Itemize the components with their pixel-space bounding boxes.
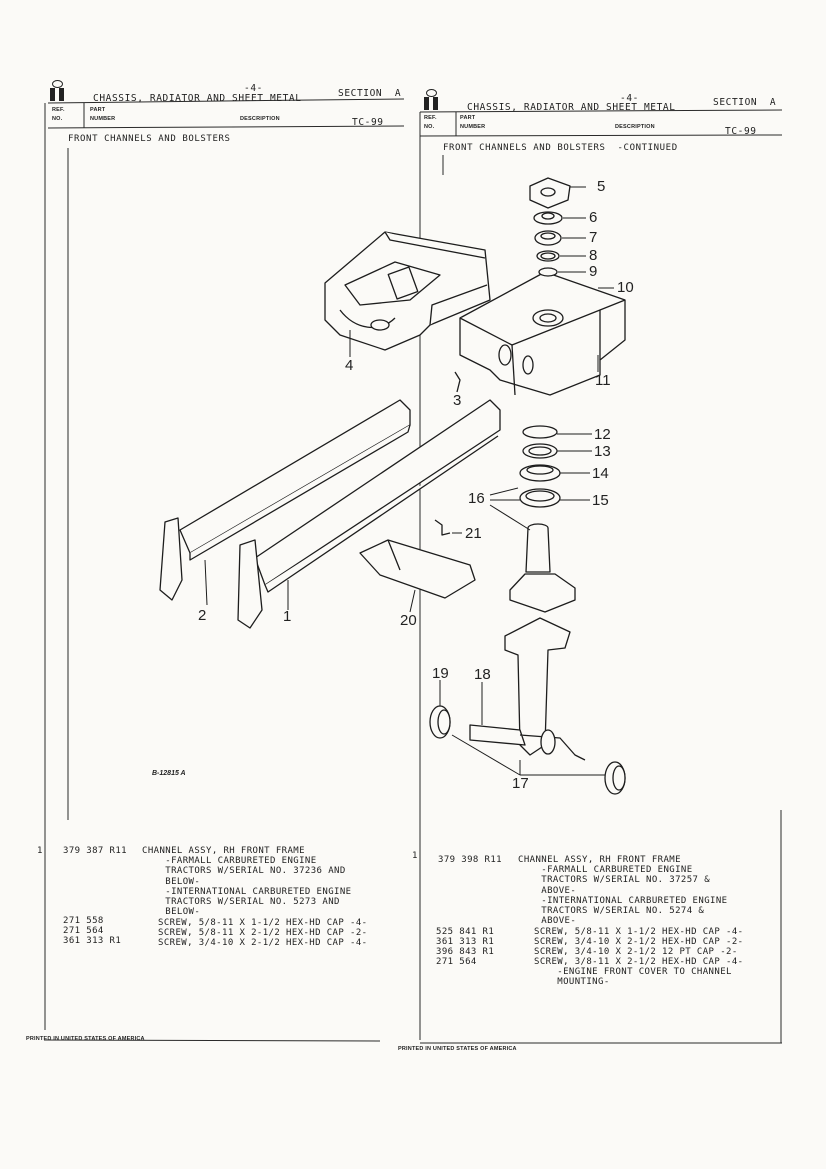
footer-left: PRINTED IN UNITED STATES OF AMERICA <box>26 1036 145 1042</box>
part-number: 379 387 R11 <box>63 846 128 856</box>
callout-9: 9 <box>589 263 598 280</box>
col-number-left: NUMBER <box>90 116 116 122</box>
part-number: 271 564 <box>63 926 104 936</box>
col-desc-right: DESCRIPTION <box>615 124 655 130</box>
page-number-right: -4- <box>620 93 639 104</box>
part-description: CHANNEL ASSY, RH FRONT FRAME -FARMALL CA… <box>518 855 728 927</box>
callout-5: 5 <box>597 178 606 195</box>
tc-code-right: TC-99 <box>725 126 757 137</box>
col-no-left: NO. <box>52 116 63 122</box>
part-number: 271 564 <box>436 957 477 967</box>
part-number: 525 841 R1 <box>436 927 495 937</box>
callout-15: 15 <box>592 492 609 509</box>
callout-7: 7 <box>589 229 598 246</box>
callout-10: 10 <box>617 279 634 296</box>
ref-number: 1 <box>37 846 43 856</box>
ref-number: 1 <box>412 851 418 861</box>
col-number-right: NUMBER <box>460 124 486 130</box>
figure-reference: B-12815 A <box>152 770 186 777</box>
part-description: SCREW, 3/4-10 X 2-1/2 12 PT CAP -2- <box>534 947 738 957</box>
callout-4: 4 <box>345 357 354 374</box>
subtitle-left: FRONT CHANNELS AND BOLSTERS <box>68 134 231 144</box>
callout-19: 19 <box>432 665 449 682</box>
callout-11: 11 <box>595 372 611 389</box>
callout-8: 8 <box>589 247 598 264</box>
callout-6: 6 <box>589 209 598 226</box>
part-description: SCREW, 5/8-11 X 2-1/2 HEX-HD CAP -2- <box>158 928 368 938</box>
section-label-left: SECTION A <box>338 88 402 99</box>
col-no-right: NO. <box>424 124 435 130</box>
footer-right: PRINTED IN UNITED STATES OF AMERICA <box>398 1046 517 1052</box>
part-number: 271 558 <box>63 916 104 926</box>
callout-12: 12 <box>594 426 611 443</box>
part-number: 361 313 R1 <box>63 936 122 946</box>
part-description: SCREW, 3/8-11 X 2-1/2 HEX-HD CAP -4- -EN… <box>534 957 744 988</box>
callout-1: 1 <box>283 608 292 625</box>
callout-21: 21 <box>465 525 482 542</box>
part-description: SCREW, 3/4-10 X 2-1/2 HEX-HD CAP -2- <box>534 937 744 947</box>
part-description: CHANNEL ASSY, RH FRONT FRAME -FARMALL CA… <box>142 846 352 918</box>
part-description: SCREW, 5/8-11 X 1-1/2 HEX-HD CAP -4- <box>158 918 368 928</box>
callout-20: 20 <box>400 612 417 629</box>
part-description: SCREW, 3/4-10 X 2-1/2 HEX-HD CAP -4- <box>158 938 368 948</box>
subtitle-right: FRONT CHANNELS AND BOLSTERS -CONTINUED <box>443 143 678 153</box>
col-ref-right: REF. <box>424 115 437 121</box>
callout-17: 17 <box>512 775 529 792</box>
col-ref-left: REF. <box>52 107 65 113</box>
header-title-left: CHASSIS, RADIATOR AND SHEET METAL <box>93 93 302 104</box>
tc-code-left: TC-99 <box>352 117 384 128</box>
callout-16: 16 <box>468 490 485 507</box>
page-number-left: -4- <box>244 83 263 94</box>
callout-14: 14 <box>592 465 609 482</box>
col-part-right: PART <box>460 115 476 121</box>
col-part-left: PART <box>90 107 106 113</box>
part-number: 361 313 R1 <box>436 937 495 947</box>
part-description: SCREW, 5/8-11 X 1-1/2 HEX-HD CAP -4- <box>534 927 744 937</box>
header-title-right: CHASSIS, RADIATOR AND SHEET METAL <box>467 102 676 113</box>
callout-18: 18 <box>474 666 491 683</box>
callout-13: 13 <box>594 443 611 460</box>
part-number: 396 843 R1 <box>436 947 495 957</box>
callout-2: 2 <box>198 607 207 624</box>
col-desc-left: DESCRIPTION <box>240 116 280 122</box>
callout-3: 3 <box>453 392 462 409</box>
section-label-right: SECTION A <box>713 97 777 108</box>
part-number: 379 398 R11 <box>438 855 503 865</box>
